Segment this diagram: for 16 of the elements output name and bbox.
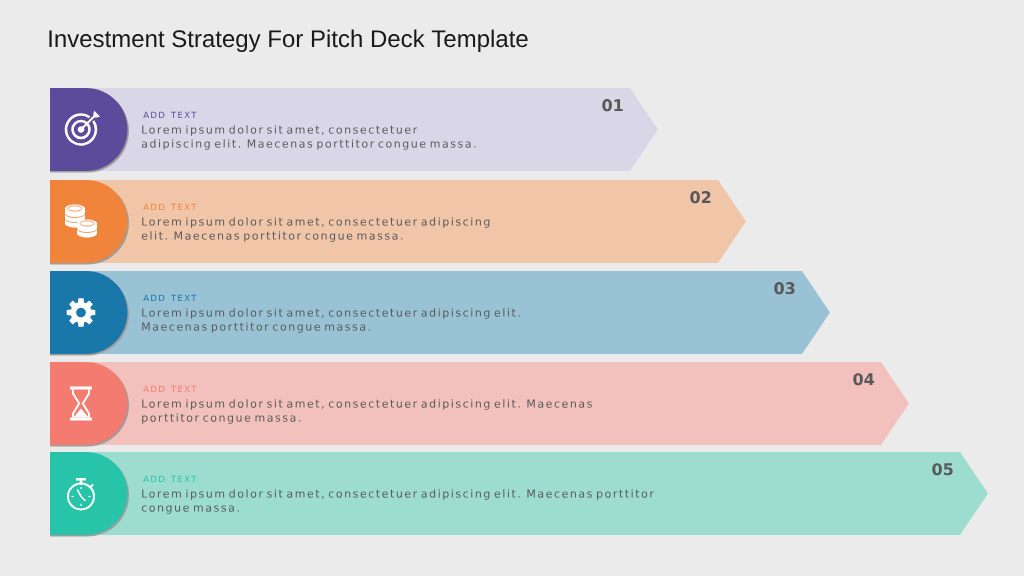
step-number: 03 bbox=[774, 282, 795, 295]
body-text: Lorem ipsum dolor sit amet, consectetuer adipiscing elit. Maecenas porttitor congue massa. bbox=[141, 217, 490, 242]
step-number: 05 bbox=[932, 463, 953, 476]
step-number: 04 bbox=[853, 373, 875, 386]
step-number: 02 bbox=[690, 191, 711, 204]
title: Investment Strategy For Pitch Deck Template bbox=[49, 29, 528, 52]
heading: ADD TEXT bbox=[143, 111, 197, 118]
heading: ADD TEXT bbox=[143, 203, 197, 210]
step-number: 01 bbox=[602, 99, 623, 112]
heading: ADD TEXT bbox=[143, 294, 197, 301]
body-text: Lorem ipsum dolor sit amet, consectetuer adipiscing elit. Maecenas porttitor congue massa. bbox=[141, 125, 476, 150]
heading: ADD TEXT bbox=[143, 475, 197, 482]
body-text: Lorem ipsum dolor sit amet, consectetuer adipiscing elit. Maecenas porttitor congue massa. bbox=[141, 489, 654, 514]
body-text: Lorem ipsum dolor sit amet, consectetuer adipiscing elit. Maecenas porttitor congue massa. bbox=[142, 399, 592, 424]
heading: ADD TEXT bbox=[143, 385, 197, 392]
body-text: Lorem ipsum dolor sit amet, consectetuer adipiscing elit. Maecenas porttitor congue massa. bbox=[142, 308, 520, 333]
